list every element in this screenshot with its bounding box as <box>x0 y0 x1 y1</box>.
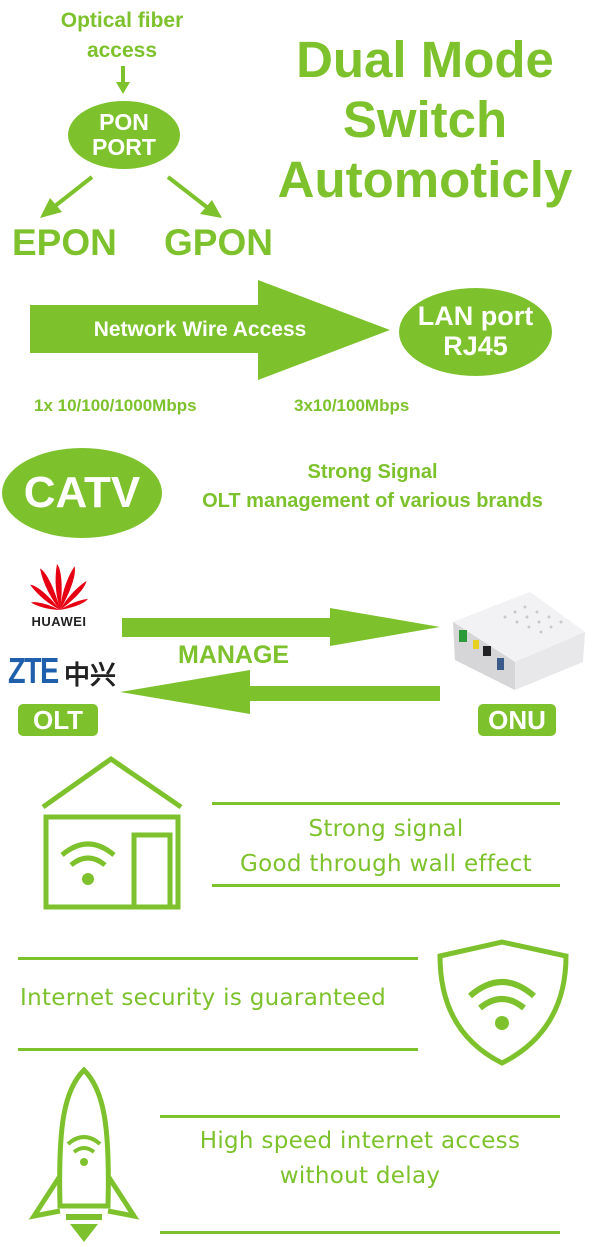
title-line1: Dual Mode <box>296 31 554 88</box>
epon-label: EPON <box>12 222 117 263</box>
title-line2: Switch <box>342 91 508 148</box>
strong-signal-label: Strong Signal <box>307 461 438 483</box>
feature-wall-text: Strong signal Good through wall effect <box>212 812 560 882</box>
onu-badge: ONU <box>478 704 556 736</box>
house-wifi-icon <box>41 755 183 910</box>
divider <box>212 802 560 805</box>
optical-fiber-line1: Optical fiber <box>60 9 184 32</box>
catv-label: CATV <box>23 467 141 517</box>
feature-speed-line2: without delay <box>279 1163 441 1189</box>
huawei-logo-icon <box>29 564 90 612</box>
fiber-arrows-icon <box>40 66 222 218</box>
page-title: Dual Mode Switch Automoticly <box>250 30 600 210</box>
feature-speed-text: High speed internet access without delay <box>160 1124 560 1194</box>
huawei-logo-text: HUAWEI <box>31 614 87 629</box>
network-wire-label: Network Wire Access <box>93 318 307 341</box>
zte-logo-text: ZTE <box>8 650 59 691</box>
olt-badge: OLT <box>18 704 98 736</box>
divider <box>18 957 418 960</box>
divider <box>212 884 560 887</box>
rocket-wifi-icon <box>28 1066 140 1242</box>
olt-management-label: OLT management of various brands <box>202 490 543 512</box>
pon-label: PON <box>99 108 149 135</box>
port-label: PORT <box>92 134 156 160</box>
speed-fast-label: 3x10/100Mbps <box>294 396 410 415</box>
manage-label: MANAGE <box>178 641 290 669</box>
divider <box>160 1115 560 1118</box>
catv-description: Strong Signal OLT management of various … <box>160 458 585 516</box>
gpon-label: GPON <box>164 222 273 263</box>
feature-security-text: Internet security is guaranteed <box>20 985 387 1011</box>
title-line3: Automoticly <box>277 151 573 208</box>
divider <box>160 1231 560 1234</box>
optical-fiber-line2: access <box>86 39 158 62</box>
onu-device-icon <box>453 592 585 690</box>
lan-port-ellipse: LAN port RJ45 <box>399 288 552 376</box>
pon-port-ellipse: PON PORT <box>68 101 180 169</box>
feature-wall-line2: Good through wall effect <box>240 851 532 877</box>
catv-ellipse: CATV <box>2 448 162 538</box>
speed-gigabit-label: 1x 10/100/1000Mbps <box>34 396 197 415</box>
network-arrow-icon <box>30 280 390 380</box>
shield-wifi-icon <box>437 939 569 1066</box>
feature-wall-line1: Strong signal <box>308 816 464 842</box>
feature-speed-line1: High speed internet access <box>199 1128 521 1154</box>
manage-arrows-icon <box>120 608 440 714</box>
rj45-label: RJ45 <box>443 331 508 361</box>
divider <box>18 1048 418 1051</box>
optical-fiber-label: Optical fiber access <box>22 6 222 66</box>
zte-chinese-logo-text: 中兴 <box>64 660 117 690</box>
lan-port-label: LAN port <box>417 301 534 332</box>
